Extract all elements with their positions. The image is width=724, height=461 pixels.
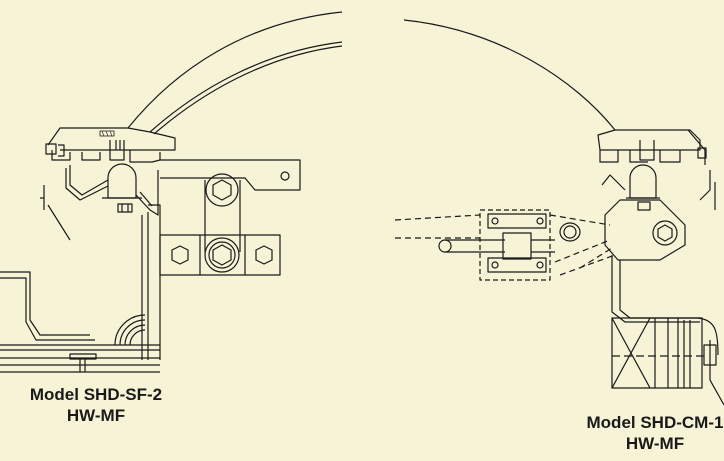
right-latch-bolt [445,239,555,253]
left-base-plate [159,234,281,276]
right-screw-head [697,147,707,159]
left-pivot-link [204,180,241,252]
left-weatherstrip-hatch [99,130,115,137]
left-caption: Model SHD-SF-2 HW-MF [0,384,192,426]
left-hinge-arm [160,159,301,191]
right-curb-arm [619,260,700,319]
left-top-pivot-boss [205,173,239,207]
left-assembly-sf2 [0,11,343,373]
left-arm-hole [280,171,290,181]
left-gasket-bulb [107,163,137,199]
left-bottom-pivot-boss [208,241,236,269]
left-channel-profile [51,150,101,161]
left-screw-head [45,143,57,155]
right-latch-knob [559,222,581,242]
left-hex-nut-1 [171,245,189,265]
right-hex-nut [657,224,673,242]
left-flashing [69,165,109,196]
left-hex-nut-2 [255,245,273,265]
left-dome-outer-arc [127,11,343,129]
left-hardware-label: HW-MF [66,406,126,425]
right-gasket-bulb [629,164,657,199]
right-channel-profile [599,150,648,163]
right-latch-body [502,232,532,260]
right-dashed-linkage [394,214,616,276]
right-pivot-bracket [604,199,686,261]
left-model-label: Model SHD-SF-2 [29,385,163,404]
right-dome-arc [403,19,616,131]
left-dome-inner-arc-2 [153,45,343,135]
left-corner-bracket [114,314,146,346]
right-pivot-boss [652,220,678,246]
left-frame-top [47,127,176,151]
right-model-label: Model SHD-CM-1 [586,413,724,432]
right-caption: Model SHD-CM-1 HW-MF [540,412,724,454]
right-hardware-label: HW-MF [625,434,685,453]
right-assembly-cm1 [394,19,724,406]
right-frame-top [597,129,701,151]
right-latch-plate [479,209,551,281]
left-dome-inner-arc [149,41,343,133]
left-hex-nut-bottom [212,244,232,266]
right-curb-box [611,317,703,389]
left-hex-nut-top [212,179,232,201]
left-deck-fastener [69,353,97,360]
